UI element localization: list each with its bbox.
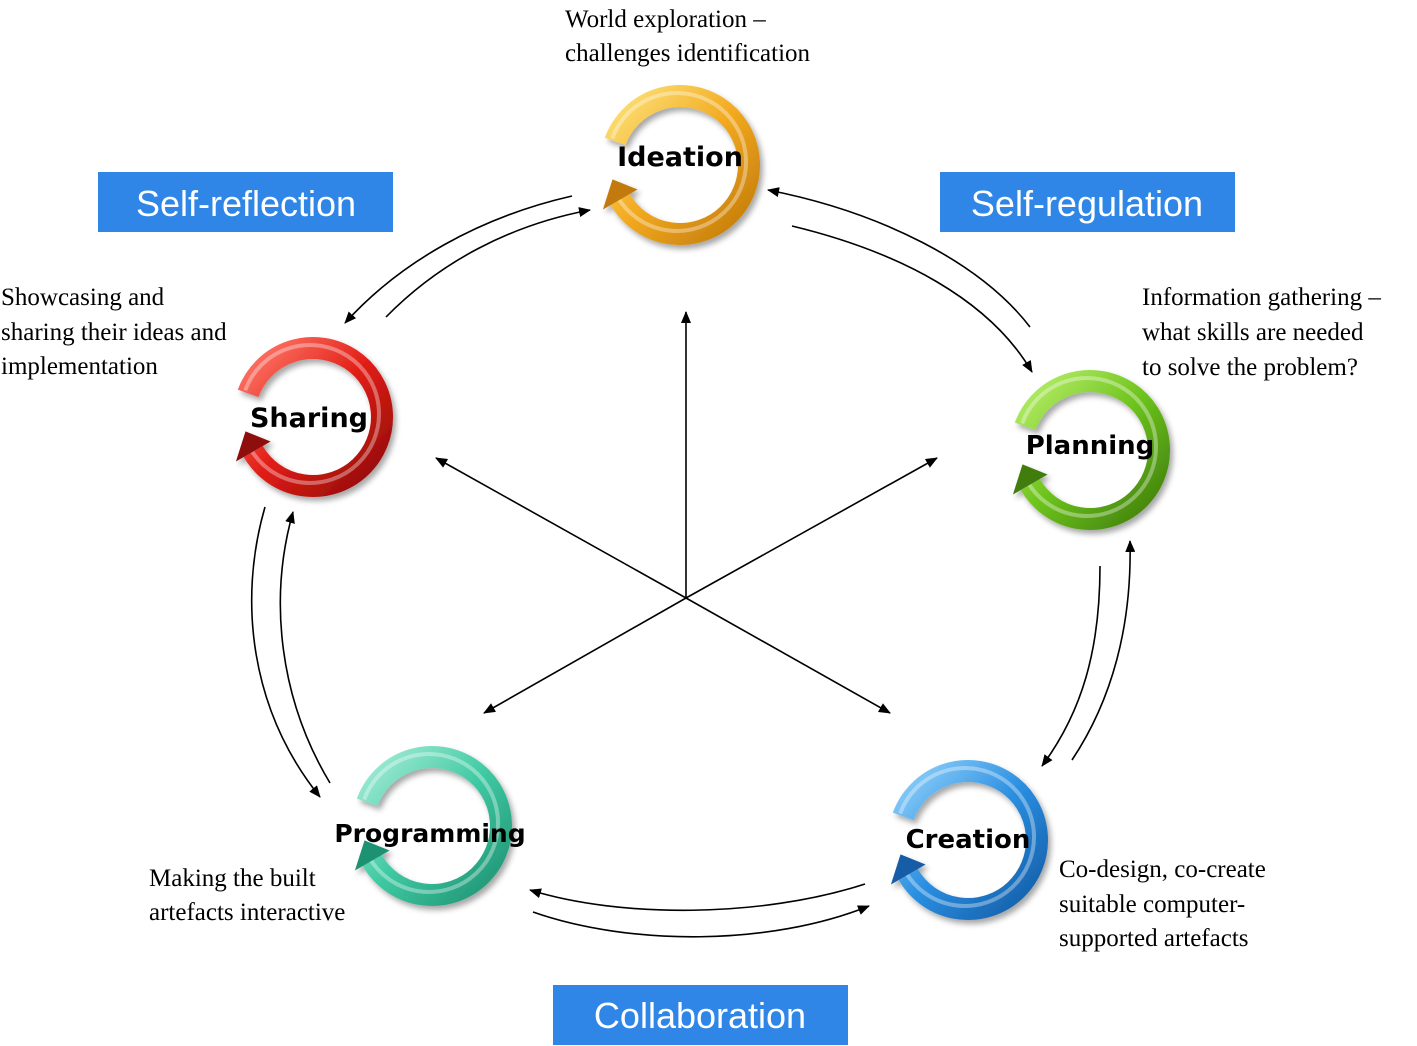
desc-sharing-line3: implementation — [1, 353, 158, 380]
desc-planning-line2: what skills are needed — [1142, 319, 1364, 346]
ring-arrowhead-ideation — [602, 179, 638, 210]
center-arrow-to-planning — [685, 457, 938, 599]
arrow-creation-to-planning — [1071, 540, 1136, 761]
box-self-regulation: Self-regulation — [940, 172, 1235, 232]
ring-highlight-planning — [1020, 376, 1158, 518]
cycle-nodes — [235, 85, 1170, 920]
arrow-programming-to-sharing — [279, 511, 331, 784]
node-label-programming: Programming — [334, 819, 525, 848]
ring-creation — [892, 760, 1048, 920]
center-arrow-to-creation — [685, 597, 891, 714]
ring-highlight-programming — [362, 752, 500, 894]
ring-highlight-sharing — [243, 343, 381, 485]
cycle-node-creation — [890, 760, 1048, 920]
center-arrow-to-programming — [483, 597, 687, 714]
box-label-self-reflection: Self-reflection — [136, 183, 356, 224]
desc-planning-line3: to solve the problem? — [1142, 354, 1358, 381]
node-label-sharing: Sharing — [250, 403, 368, 434]
node-label-creation: Creation — [906, 825, 1031, 855]
desc-creation-line1: Co-design, co-create — [1059, 856, 1266, 883]
arrow-programming-to-creation — [532, 905, 870, 938]
node-label-planning: Planning — [1026, 431, 1155, 461]
box-self-reflection: Self-reflection — [98, 172, 393, 232]
ring-highlight-ideation — [610, 91, 748, 233]
cycle-connectors — [250, 187, 1136, 938]
node-labels: Ideation Planning Creation Programming S… — [250, 142, 1154, 855]
desc-programming-line1: Making the built — [149, 865, 316, 892]
ring-arrowhead-sharing — [235, 431, 271, 462]
arrow-creation-to-programming — [529, 883, 866, 912]
cycle-node-sharing — [235, 337, 393, 497]
box-label-collaboration: Collaboration — [594, 995, 806, 1036]
ring-arrowhead-creation — [890, 854, 926, 885]
ring-sharing — [237, 337, 393, 497]
category-boxes: Self-reflection Self-regulation Collabor… — [98, 172, 1235, 1045]
arrow-ideation-to-sharing — [344, 195, 573, 324]
desc-creation-line3: supported artefacts — [1059, 925, 1249, 952]
cycle-node-programming — [354, 746, 512, 906]
stage-descriptions: World exploration – challenges identific… — [1, 6, 1381, 952]
arrow-sharing-to-programming — [250, 506, 321, 798]
node-label-ideation: Ideation — [617, 142, 743, 173]
cycle-node-ideation — [602, 85, 760, 245]
desc-ideation-line1: World exploration – — [565, 6, 766, 33]
desc-sharing-line2: sharing their ideas and — [1, 319, 227, 346]
central-star — [435, 311, 938, 714]
desc-planning-line1: Information gathering – — [1142, 284, 1381, 311]
cycle-node-planning — [1012, 370, 1170, 530]
arrow-planning-to-creation — [1041, 565, 1101, 767]
ring-arrowhead-planning — [1012, 464, 1048, 495]
box-collaboration: Collaboration — [553, 985, 848, 1045]
ring-ideation — [604, 85, 760, 245]
ring-programming — [356, 746, 512, 906]
arrow-planning-to-ideation — [767, 187, 1031, 328]
arrow-ideation-to-planning — [791, 225, 1033, 373]
desc-sharing-line1: Showcasing and — [1, 284, 165, 311]
ring-highlight-creation — [898, 766, 1036, 908]
desc-ideation-line2: challenges identification — [565, 40, 811, 67]
ring-arrowhead-programming — [354, 840, 390, 871]
arrow-sharing-to-ideation — [385, 207, 591, 318]
desc-programming-line2: artefacts interactive — [149, 899, 345, 926]
ring-planning — [1014, 370, 1170, 530]
desc-creation-line2: suitable computer- — [1059, 891, 1245, 918]
center-arrow-to-sharing — [435, 457, 687, 599]
box-label-self-regulation: Self-regulation — [971, 183, 1203, 224]
